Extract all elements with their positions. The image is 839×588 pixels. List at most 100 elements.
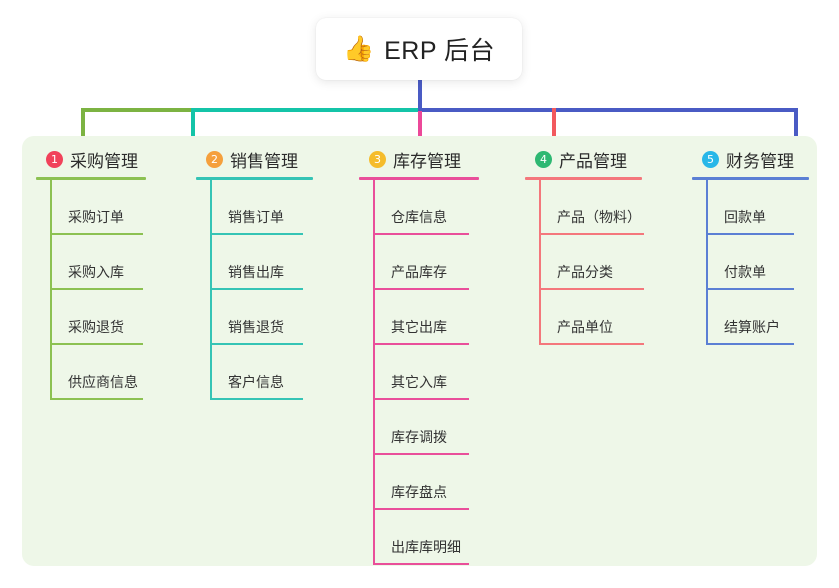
leaf-label: 采购退货 (68, 319, 124, 335)
segment-teal (191, 108, 420, 112)
leaf-label: 产品库存 (391, 264, 447, 280)
leaf-rule (706, 288, 794, 290)
leaf-rule (50, 233, 143, 235)
leaf-node[interactable]: 采购订单 (50, 180, 146, 235)
leaf-rule (210, 288, 303, 290)
column-header-inventory[interactable]: 3 库存管理 (359, 146, 479, 172)
leaf-label: 采购订单 (68, 209, 124, 225)
leaf-label: 采购入库 (68, 264, 124, 280)
column-header-rule-finance (692, 177, 809, 180)
leaf-node[interactable]: 出库库明细 (373, 510, 479, 565)
column-title-finance: 财务管理 (726, 151, 794, 171)
leaf-rule (50, 398, 143, 400)
column-title-purchase: 采购管理 (70, 151, 138, 171)
column-header-purchase[interactable]: 1 采购管理 (36, 146, 146, 172)
column-spine-finance (706, 180, 708, 345)
leaf-node[interactable]: 客户信息 (210, 345, 313, 400)
column-header-sales[interactable]: 2 销售管理 (196, 146, 313, 172)
leaf-node[interactable]: 采购入库 (50, 235, 146, 290)
leaf-label: 销售订单 (228, 209, 284, 225)
leaf-label: 回款单 (724, 209, 766, 225)
column-header-finance[interactable]: 5 财务管理 (692, 146, 809, 172)
column-badge-inventory: 3 (369, 150, 386, 168)
column-badge-purchase: 1 (46, 150, 63, 168)
leaf-node[interactable]: 库存盘点 (373, 455, 479, 510)
column-spine-inventory (373, 180, 375, 565)
leaf-label: 其它入库 (391, 374, 447, 390)
leaf-label: 库存盘点 (391, 484, 447, 500)
leaf-rule (373, 453, 469, 455)
leaf-label: 客户信息 (228, 374, 284, 390)
drop-product (552, 108, 556, 148)
leaf-node[interactable]: 其它入库 (373, 345, 479, 400)
root-stem-connector (418, 78, 422, 111)
leaf-rule (539, 233, 644, 235)
leaf-node[interactable]: 结算账户 (706, 290, 809, 345)
leaf-rule (706, 233, 794, 235)
leaf-label: 付款单 (724, 264, 766, 280)
leaf-rule (539, 288, 644, 290)
leaf-label: 出库库明细 (391, 539, 461, 555)
leaf-node[interactable]: 产品单位 (539, 290, 644, 345)
leaf-node[interactable]: 其它出库 (373, 290, 479, 345)
segment-blue (418, 108, 798, 112)
drop-sales (191, 108, 195, 148)
leaf-rule (373, 288, 469, 290)
column-spine-sales (210, 180, 212, 400)
leaf-rule (373, 233, 469, 235)
column-items-product: 产品（物料） 产品分类产品单位 (539, 180, 644, 345)
leaf-node[interactable]: 销售退货 (210, 290, 313, 345)
leaf-label: 产品分类 (557, 264, 613, 280)
leaf-rule (373, 398, 469, 400)
column-items-inventory: 仓库信息产品库存其它出库其它入库库存调拨库存盘点出库库明细 (373, 180, 479, 565)
column-items-finance: 回款单付款单结算账户 (706, 180, 809, 345)
column-header-rule-sales (196, 177, 313, 180)
leaf-node[interactable]: 回款单 (706, 180, 809, 235)
leaf-node[interactable]: 供应商信息 (50, 345, 146, 400)
leaf-node[interactable]: 销售订单 (210, 180, 313, 235)
column-header-rule-purchase (36, 177, 146, 180)
column-finance: 5 财务管理回款单付款单结算账户 (692, 146, 809, 345)
column-title-sales: 销售管理 (230, 151, 298, 171)
column-badge-finance: 5 (702, 150, 719, 168)
column-title-inventory: 库存管理 (393, 151, 461, 171)
drop-purchase (81, 108, 85, 148)
column-items-purchase: 采购订单采购入库采购退货供应商信息 (50, 180, 146, 400)
leaf-rule (373, 508, 469, 510)
column-items-sales: 销售订单销售出库销售退货客户信息 (210, 180, 313, 400)
root-node-erp-backend[interactable]: 👍 ERP 后台 (316, 18, 522, 80)
leaf-rule (50, 288, 143, 290)
root-node-title: ERP 后台 (384, 37, 496, 65)
leaf-rule (50, 343, 143, 345)
leaf-rule (373, 563, 469, 565)
leaf-label: 产品（物料） (557, 209, 641, 225)
column-header-rule-inventory (359, 177, 479, 180)
leaf-rule (539, 343, 644, 345)
leaf-rule (373, 343, 469, 345)
column-purchase: 1 采购管理采购订单采购入库采购退货供应商信息 (36, 146, 146, 400)
leaf-node[interactable]: 库存调拨 (373, 400, 479, 455)
column-badge-sales: 2 (206, 150, 223, 168)
leaf-rule (210, 233, 303, 235)
column-sales: 2 销售管理销售订单销售出库销售退货客户信息 (196, 146, 313, 400)
leaf-node[interactable]: 产品分类 (539, 235, 644, 290)
column-header-rule-product (525, 177, 642, 180)
segment-green (81, 108, 191, 112)
column-spine-purchase (50, 180, 52, 400)
leaf-node[interactable]: 产品库存 (373, 235, 479, 290)
leaf-node[interactable]: 仓库信息 (373, 180, 479, 235)
diagram-panel (22, 136, 817, 566)
leaf-node[interactable]: 付款单 (706, 235, 809, 290)
leaf-label: 结算账户 (724, 319, 780, 335)
leaf-rule (210, 343, 303, 345)
drop-finance (794, 108, 798, 148)
leaf-label: 库存调拨 (391, 429, 447, 445)
leaf-label: 仓库信息 (391, 209, 447, 225)
leaf-node[interactable]: 产品（物料） (539, 180, 644, 235)
leaf-node[interactable]: 销售出库 (210, 235, 313, 290)
leaf-label: 销售出库 (228, 264, 284, 280)
column-spine-product (539, 180, 541, 345)
leaf-node[interactable]: 采购退货 (50, 290, 146, 345)
drop-inventory (418, 108, 422, 148)
